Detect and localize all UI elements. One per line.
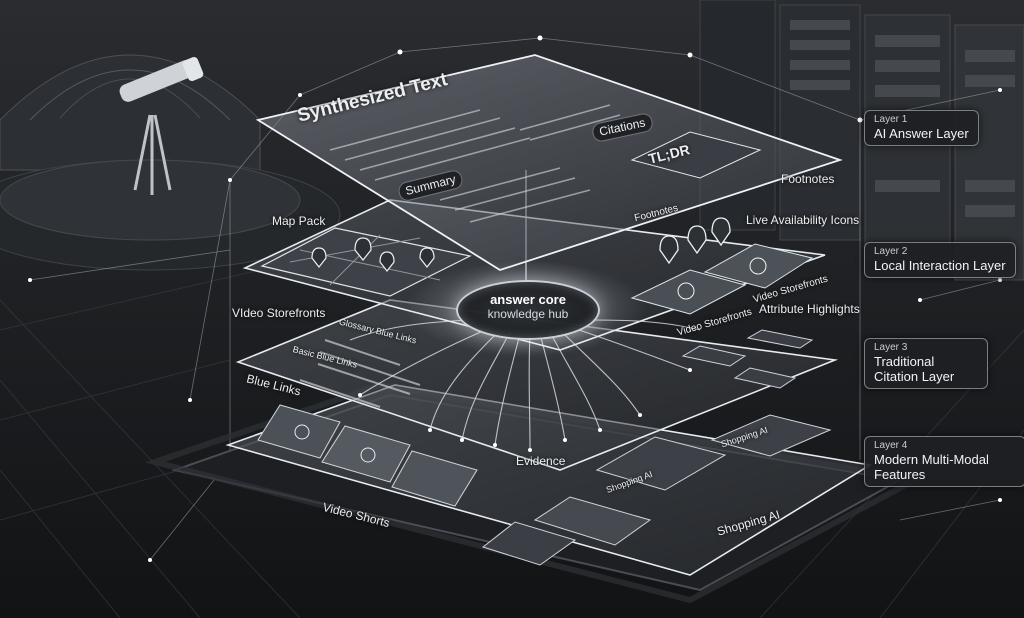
core-subtitle: knowledge hub [487,307,569,321]
attribute-tags [681,329,814,389]
fiber-endpoints [358,368,692,452]
layer4-tag: Layer 4 Modern Multi-Modal Features [864,436,1024,487]
layer4-panel [225,384,873,576]
telescope-icon [119,57,204,195]
label-attribute-highlights: Attribute Highlights [759,302,860,316]
observatory-dome [0,54,341,271]
label-live-availability: Live Availability Icons [746,213,860,227]
blue-link-lines [299,339,421,408]
layer1-name: AI Answer Layer [874,126,969,141]
network-lines [29,37,1001,561]
tldr-box [630,131,762,179]
label-video-storefronts-left: VIdeo Storefronts [232,306,326,320]
core-title: answer core [490,292,566,307]
video-storefront-cards [630,243,814,315]
layer3-panel [235,299,839,471]
label-evidence: Evidence [516,454,566,468]
video-short-thumbnails [257,404,478,507]
layer1-panel [255,54,843,271]
layer2-name: Local Interaction Layer [874,258,1006,273]
layer3-number: Layer 3 [874,342,908,353]
layer3-tag: Layer 3 Traditional Citation Layer [864,338,988,389]
layer1-number: Layer 1 [874,114,908,125]
layer4-name: Modern Multi-Modal Features [874,452,989,482]
map-pin-icon [311,237,435,272]
layer1-tag: Layer 1 AI Answer Layer [864,110,979,146]
layer2-tag: Layer 2 Local Interaction Layer [864,242,1016,278]
shopping-cards [481,414,832,566]
label-footnotes: Footnotes [781,172,835,186]
availability-pin-icon [659,217,731,265]
layer2-number: Layer 2 [874,246,908,257]
answer-core-hub: answer core knowledge hub [456,280,600,340]
text-lines [329,104,621,223]
layer4-number: Layer 4 [874,440,908,451]
label-map-pack: Map Pack [272,214,326,228]
layer3-name: Traditional Citation Layer [874,354,955,384]
